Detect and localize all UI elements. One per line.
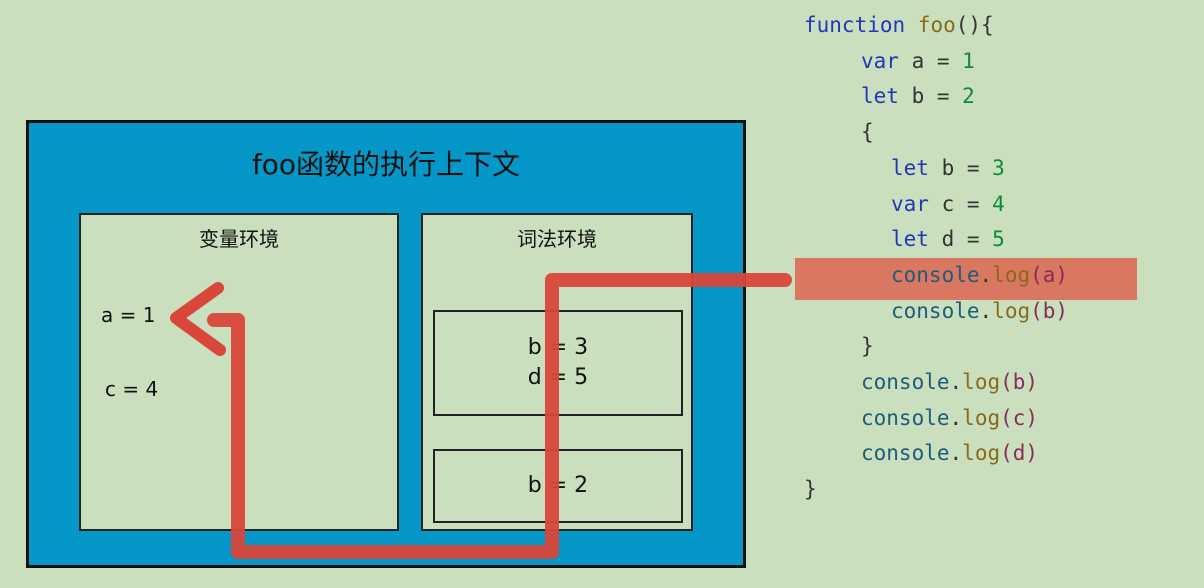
code-token: .: [949, 370, 963, 394]
code-token: (d): [1000, 441, 1039, 466]
code-line: let b = 2: [861, 81, 975, 111]
code-token: 4: [992, 191, 1005, 216]
code-token: foo: [917, 13, 956, 37]
code-token: .: [949, 441, 963, 466]
variable-c-entry: c = 4: [105, 377, 159, 401]
code-token: .: [979, 262, 993, 287]
code-token: var: [861, 48, 899, 73]
code-token: d =: [928, 227, 993, 252]
code-token: (b): [1030, 298, 1069, 323]
code-line: console.log(b): [891, 296, 1068, 326]
code-token: 3: [992, 155, 1005, 180]
outer-b-entry: b = 2: [527, 473, 589, 498]
code-token: var: [891, 191, 929, 216]
code-token: 5: [992, 227, 1005, 252]
code-token: console: [861, 370, 950, 394]
execution-context-box: foo函数的执行上下文 变量环境 a = 1 c = 4 词法环境 b = 3 …: [26, 120, 746, 568]
variable-environment-title: 变量环境: [199, 227, 279, 251]
code-token: console: [891, 298, 980, 323]
code-token: let: [861, 84, 899, 109]
code-token: log: [962, 405, 1001, 430]
code-token: c =: [928, 191, 993, 216]
code-token: console: [891, 262, 980, 287]
code-token: (c): [1000, 405, 1039, 430]
code-token: log: [962, 441, 1001, 466]
variable-environment-box: 变量环境 a = 1 c = 4: [79, 213, 399, 531]
code-token: console: [861, 405, 950, 430]
execution-context-title: foo函数的执行上下文: [251, 148, 521, 181]
code-token: .: [949, 405, 963, 430]
code-line: let d = 5: [891, 224, 1005, 254]
lexical-environment-title: 词法环境: [517, 227, 597, 251]
code-line: console.log(b): [861, 367, 1038, 397]
code-line: }: [861, 331, 874, 361]
code-token: [905, 13, 918, 37]
code-token: }: [804, 477, 817, 502]
outer-block-scope: b = 2: [433, 449, 683, 523]
code-token: a =: [898, 48, 963, 73]
code-token: (a): [1030, 262, 1069, 287]
code-token: (){: [955, 13, 994, 37]
inner-block-scope: b = 3 d = 5: [433, 310, 683, 416]
inner-b-entry: b = 3: [527, 335, 589, 360]
code-token: 1: [962, 48, 975, 73]
code-token: let: [891, 155, 929, 180]
variable-a-entry: a = 1: [101, 303, 156, 327]
code-line: {: [861, 117, 874, 147]
code-line: var c = 4: [891, 189, 1005, 219]
code-token: log: [992, 262, 1031, 287]
code-token: let: [891, 227, 929, 252]
inner-d-entry: d = 5: [527, 365, 589, 390]
lexical-environment-box: 词法环境 b = 3 d = 5 b = 2: [421, 213, 693, 531]
code-token: function: [804, 13, 906, 37]
code-token: console: [861, 441, 950, 466]
code-token: log: [962, 370, 1001, 394]
code-token: }: [861, 334, 874, 359]
code-line: let b = 3: [891, 153, 1005, 183]
code-line: console.log(a): [891, 260, 1068, 290]
code-line: var a = 1: [861, 46, 975, 76]
current-line-highlight: [795, 258, 1137, 300]
code-line: console.log(c): [861, 403, 1038, 433]
code-token: .: [979, 298, 993, 323]
code-line: function foo(){: [804, 10, 994, 40]
code-token: 2: [962, 84, 975, 109]
code-token: (b): [1000, 370, 1039, 394]
code-token: log: [992, 298, 1031, 323]
code-token: {: [861, 120, 874, 145]
code-token: b =: [898, 84, 963, 109]
code-token: b =: [928, 155, 993, 180]
code-line: }: [804, 474, 817, 504]
code-line: console.log(d): [861, 438, 1038, 468]
